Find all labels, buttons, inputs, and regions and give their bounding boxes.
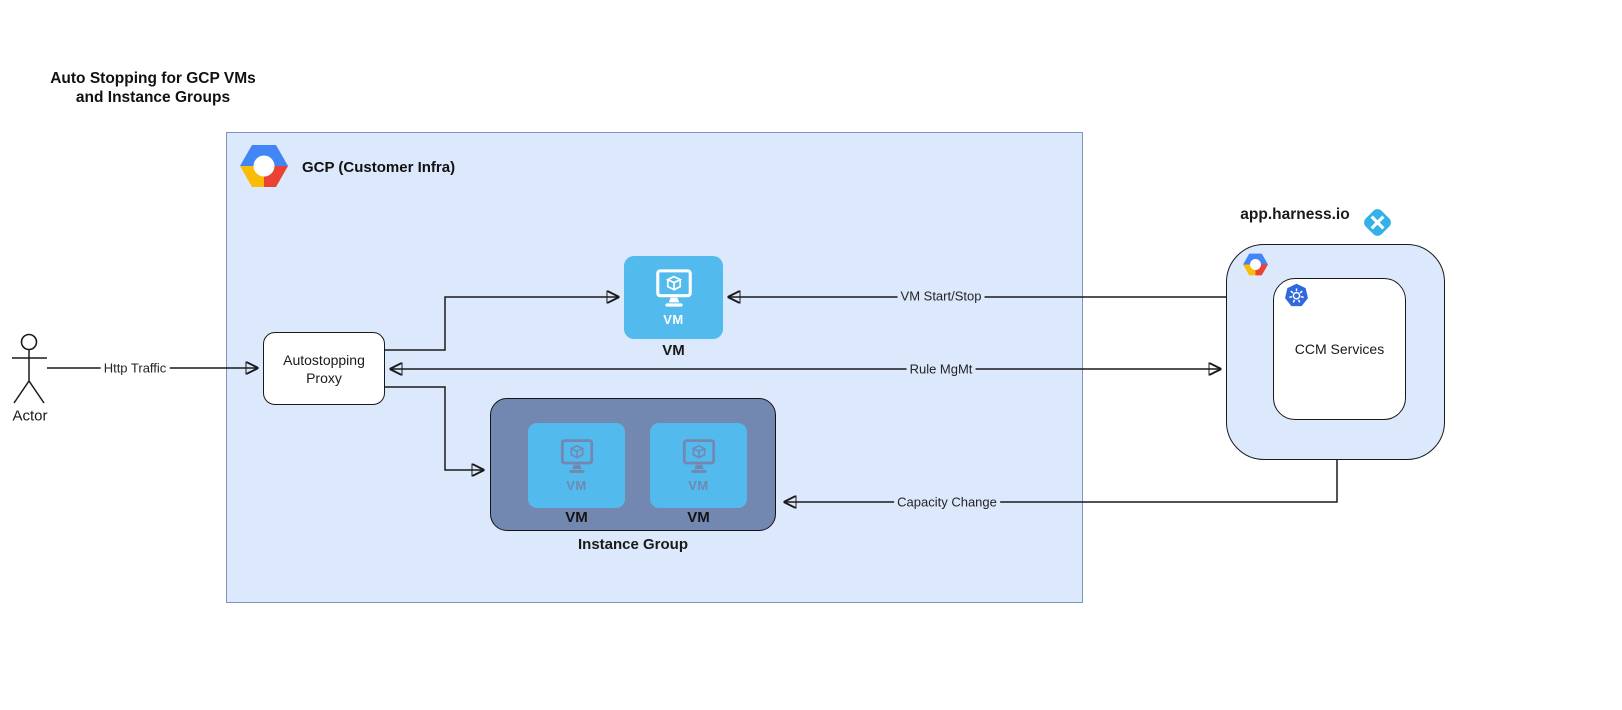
harness-logo-icon [1364,209,1391,236]
harness-domain-label: app.harness.io [1240,206,1350,223]
vm-inner-label: VM [566,478,587,493]
gcp-container-label: GCP (Customer Infra) [302,159,456,176]
vm-inner-label: VM [663,312,684,327]
diagram-title: Auto Stopping for GCP VMs and Instance G… [33,69,273,107]
vm-node-label: VM [662,342,685,359]
edge-label-vm-start-stop: VM Start/Stop [897,288,985,304]
vm-inner-label: VM [688,478,709,493]
ccm-services-label: CCM Services [1294,341,1385,357]
proxy-label-line1: Autostopping [283,351,365,368]
actor-label: Actor [12,407,48,425]
edge-label-http-traffic: Http Traffic [100,360,170,376]
vm-monitor-icon [682,439,715,473]
instance-group-vm-label-1: VM [565,509,588,526]
gcp-logo-icon [1243,253,1268,276]
vm-monitor-icon [655,269,692,307]
instance-group-vm-node-1: VM [528,423,625,508]
instance-group-vm-label-2: VM [687,509,710,526]
diagram-title-line1: Auto Stopping for GCP VMs [50,70,256,87]
instance-group-label: Instance Group [577,536,689,553]
edge-label-capacity-change: Capacity Change [894,494,1000,510]
gcp-logo-icon [240,145,288,187]
kubernetes-icon [1285,283,1308,307]
vm-monitor-icon [560,439,593,473]
diagram-title-line2: and Instance Groups [75,89,231,106]
instance-group-vm-node-2: VM [650,423,747,508]
vm-node: VM [624,256,723,339]
actor-figure-icon [12,333,47,404]
autostopping-proxy-node: Autostopping Proxy [263,332,385,405]
proxy-label-line2: Proxy [306,369,342,386]
edge-label-rule-mgmt: Rule MgMt [906,361,976,377]
